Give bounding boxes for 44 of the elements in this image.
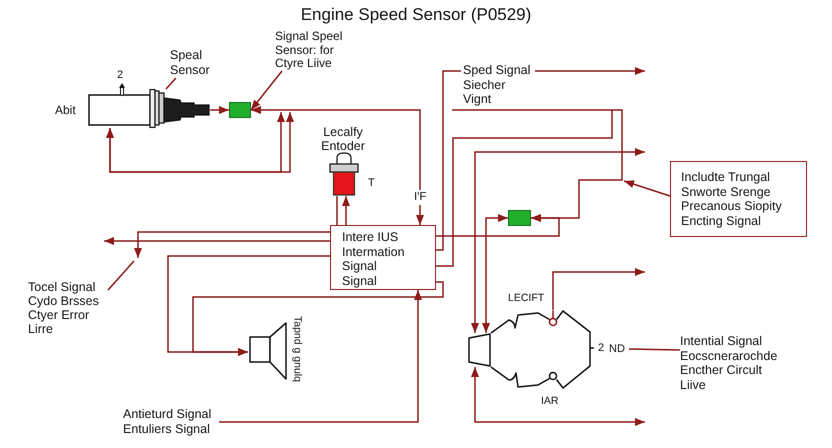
callout-text: Antieturd Signal Entuliers Signal: [123, 407, 219, 437]
component-label: Lecalfy Entoder: [320, 126, 366, 153]
callout-text: Tocel Signal Cydo Brsses Ctyer Error Lirre: [28, 280, 108, 336]
rotated-label: Tapnd g gnulq: [291, 316, 304, 382]
plug-drawing: [468, 333, 491, 367]
marker-number: 2: [117, 69, 124, 82]
leader-line: [165, 78, 177, 90]
edge-label: Sped Signal Siecher Vignt: [461, 63, 535, 106]
connector-line: [336, 196, 338, 225]
pin-label: ND: [609, 342, 629, 356]
leader-line: [250, 70, 283, 110]
arrow: [552, 268, 645, 310]
pin-label: LECIFT: [508, 292, 544, 304]
double-arrow: [471, 367, 645, 426]
arrow: [210, 106, 229, 114]
signal-block: [229, 102, 251, 118]
callout-text: Speal Sensor: [170, 48, 220, 78]
arrow: [167, 255, 330, 356]
signal-block: [508, 210, 531, 226]
arrow: [104, 237, 330, 245]
arrow: [436, 109, 623, 267]
double-arrow: [471, 148, 645, 333]
diagram-title: Engine Speed Sensor (P0529): [300, 5, 532, 25]
speaker-drawing: [248, 320, 288, 382]
edge-label: I'F: [412, 190, 428, 204]
speed-sensor-drawing: [88, 89, 210, 128]
arrow: [192, 281, 444, 356]
callout-text: Intential Signal Eocscnerarochde Encther Circult Liive: [680, 334, 784, 394]
double-arrow: [482, 214, 508, 333]
connector-line: [628, 348, 680, 351]
interface-box: Intere IUS Intermation Signal Signal: [330, 225, 436, 290]
part-label: Abit: [55, 103, 76, 117]
marker-number: T: [368, 177, 375, 190]
control-module-drawing: [490, 310, 594, 390]
arrow: [219, 290, 422, 423]
leader-line: [624, 180, 670, 197]
leader-line: [107, 260, 135, 290]
arrow: [342, 196, 350, 225]
arrow: [134, 231, 330, 258]
callout-text: Signal Speel Sensor: for Ctyre Liive: [275, 30, 361, 71]
double-arrow: [251, 106, 424, 225]
note-box: Includte Trungal Snworte Srenge Precanous Siopity Encting Signal: [670, 161, 807, 237]
pin-label: IAR: [541, 395, 559, 408]
pin-number: 2: [598, 342, 604, 355]
